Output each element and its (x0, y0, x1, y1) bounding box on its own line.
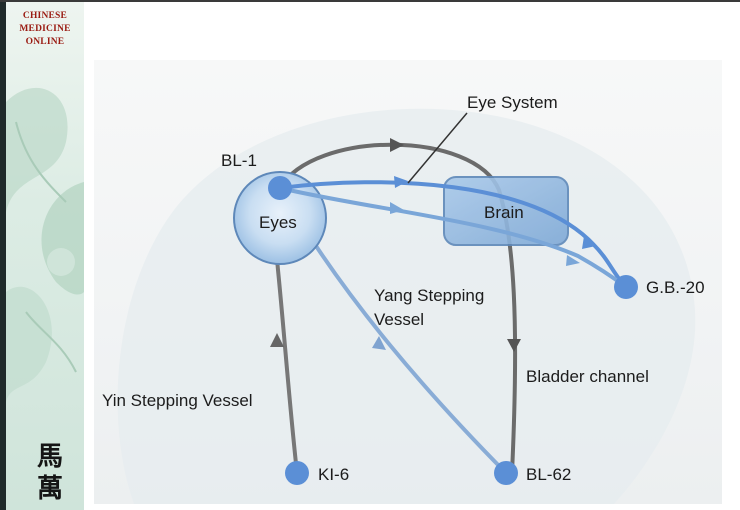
label-yang-line2: Vessel (374, 310, 424, 329)
label-brain: Brain (484, 203, 524, 222)
logo-line-3: ONLINE (25, 37, 65, 47)
eye-system-diagram: BL-1 Eyes Eye System Brain G.B.-20 Yang … (102, 93, 705, 504)
upper-arrow-1 (394, 176, 408, 188)
label-gb20: G.B.-20 (646, 278, 705, 297)
point-bl1 (268, 176, 292, 200)
bladder-arrow-down (507, 339, 521, 352)
label-eye-system: Eye System (467, 93, 558, 112)
point-ki6 (285, 461, 309, 485)
label-yang-line1: Yang Stepping (374, 286, 484, 305)
eye-system-leader-line (407, 112, 468, 184)
diagram-panel: BL-1 Eyes Eye System Brain G.B.-20 Yang … (94, 60, 722, 504)
eye-system-upper-path (279, 180, 628, 289)
bladder-arrow-top (390, 138, 404, 152)
label-ki6: KI-6 (318, 465, 349, 484)
label-bladder: Bladder channel (526, 367, 649, 386)
head-silhouette (117, 108, 696, 504)
point-gb20 (614, 275, 638, 299)
label-bl62: BL-62 (526, 465, 571, 484)
yin-arrow-up (270, 333, 284, 347)
site-logo[interactable]: CHINESE MEDICINE ONLINE (6, 10, 84, 49)
lower-arrow-1 (390, 202, 404, 214)
label-eyes: Eyes (259, 213, 297, 232)
eye-system-lower-path (279, 186, 628, 289)
seal-glyph-top: 馬 (36, 442, 63, 472)
brain-box (443, 176, 569, 246)
top-border (0, 0, 740, 2)
label-bl1: BL-1 (221, 151, 257, 170)
point-bl62 (494, 461, 518, 485)
lower-arrow-2 (566, 255, 580, 266)
seal-glyph-bottom: 萬 (36, 474, 63, 504)
logo-line-1: CHINESE (22, 11, 68, 21)
sidebar: CHINESE MEDICINE ONLINE 馬 萬 (0, 2, 84, 510)
yang-arrow-up (372, 336, 386, 350)
logo-line-2: MEDICINE (19, 24, 71, 34)
sidebar-decoration (6, 87, 84, 402)
upper-arrow-2 (582, 236, 596, 249)
label-yin: Yin Stepping Vessel (102, 391, 253, 410)
